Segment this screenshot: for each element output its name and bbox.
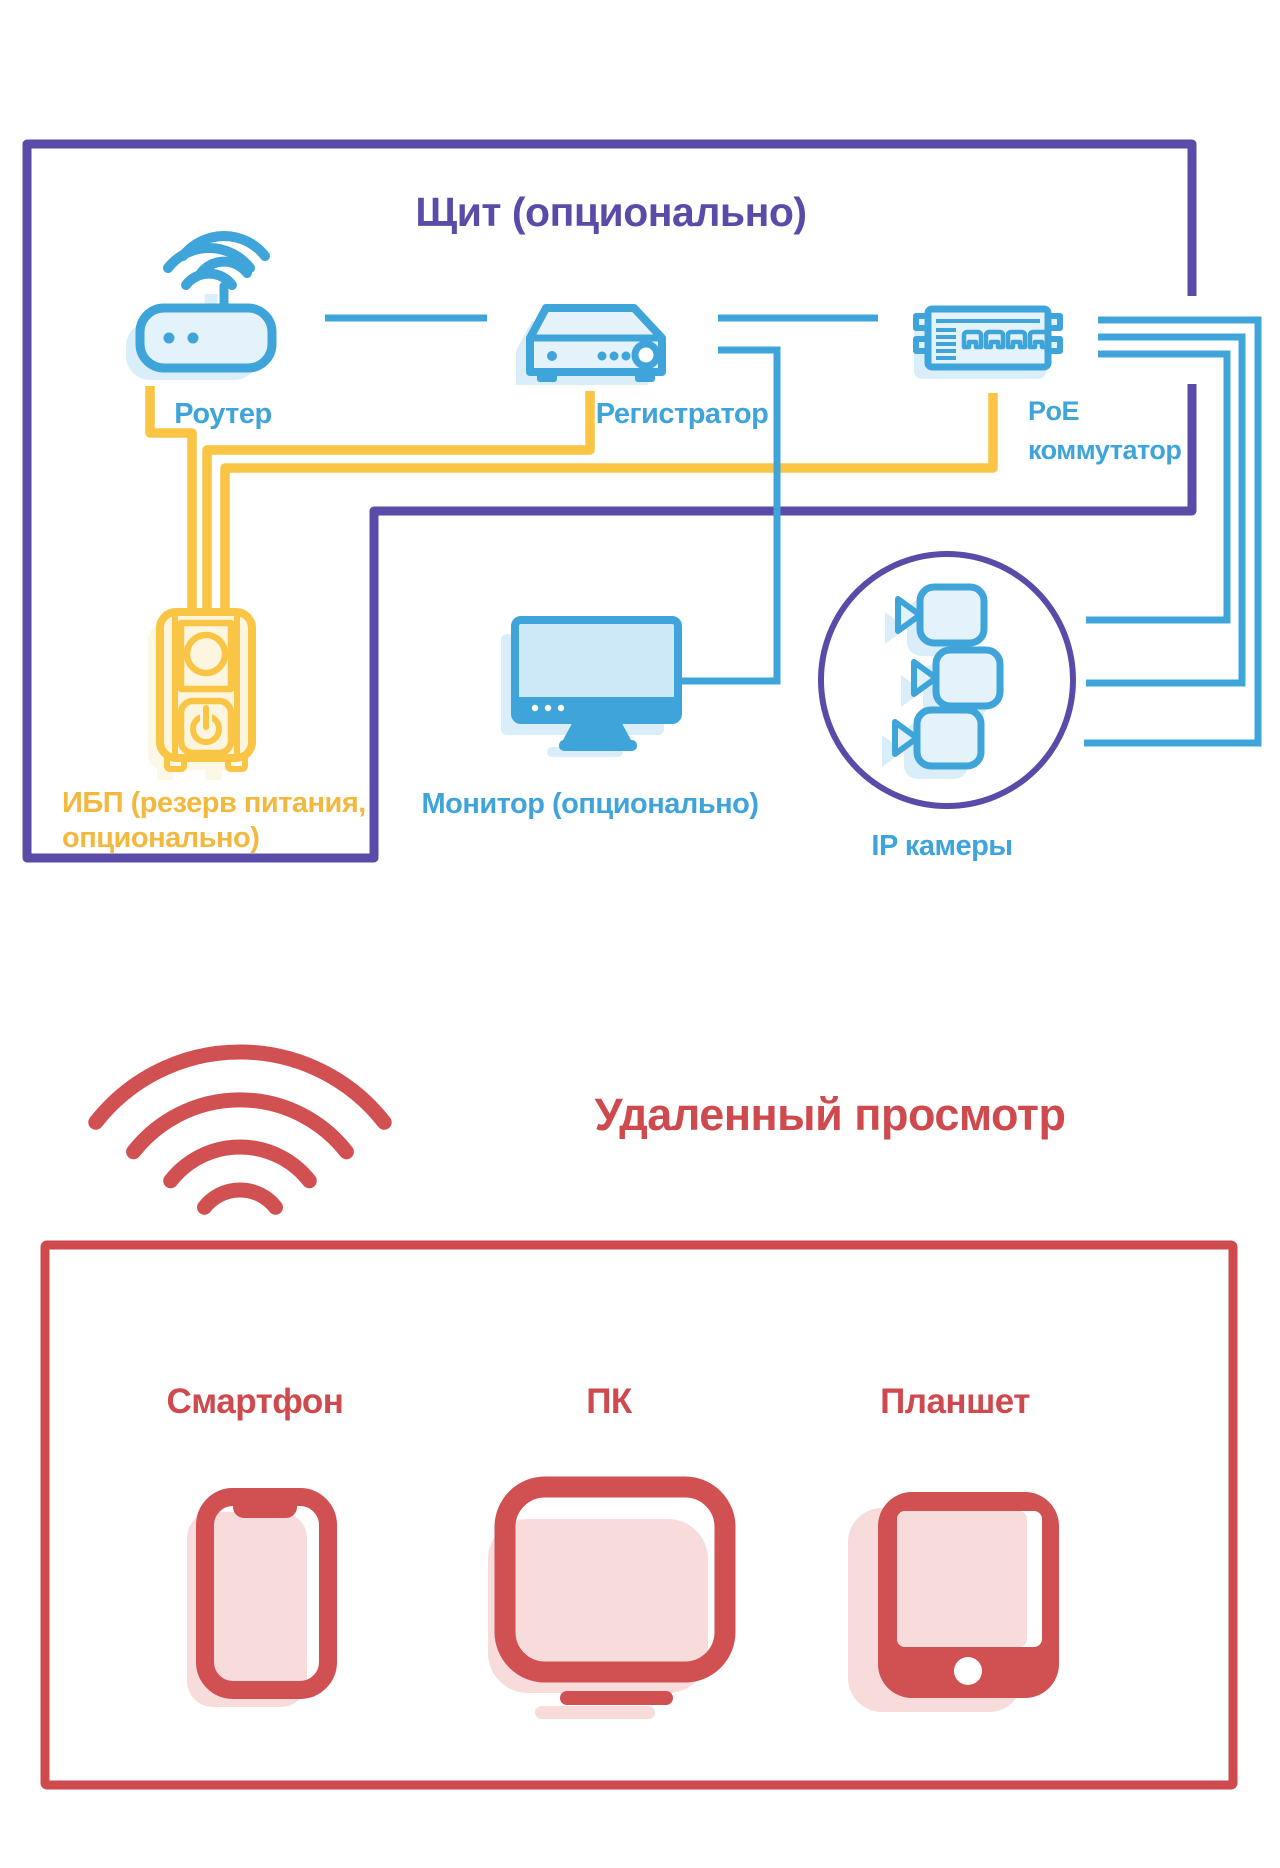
poe-power-cable xyxy=(220,393,998,614)
poe-switch-icon xyxy=(913,305,1063,379)
pc-icon xyxy=(488,1476,736,1719)
camera-cable-1 xyxy=(1084,316,1262,747)
wifi-icon xyxy=(88,1044,392,1215)
remote-section: Удаленный просмотр Смартфон ПК Планшет xyxy=(40,1044,1238,1790)
remote-title: Удаленный просмотр xyxy=(595,1089,1066,1140)
tablet-label: Планшет xyxy=(880,1382,1030,1421)
camera-cable-3 xyxy=(1086,350,1231,624)
cabinet-section: Щит (опционально) xyxy=(22,139,1262,863)
ups-icon xyxy=(148,608,256,780)
cabinet-outline xyxy=(22,139,1197,863)
recorder-monitor-cable xyxy=(680,346,781,685)
switch-ports xyxy=(961,329,1050,350)
switch-vent-grill xyxy=(936,328,956,360)
cameras-label: IP камеры xyxy=(871,830,1012,862)
camera-icon xyxy=(892,706,985,770)
camera-cable-2 xyxy=(1086,333,1246,687)
tablet-icon xyxy=(848,1492,1059,1712)
camera-icon xyxy=(911,646,1004,710)
tablet-home-button xyxy=(954,1657,982,1685)
router-label: Роутер xyxy=(174,398,271,430)
ip-cameras-icon xyxy=(818,551,1076,809)
router-power-cable xyxy=(145,386,197,614)
cabinet-title: Щит (опционально) xyxy=(415,189,806,235)
recorder-power-cable xyxy=(202,391,595,614)
router-icon xyxy=(126,230,277,380)
poe-label-line1: PoE xyxy=(1028,396,1079,426)
smartphone-label: Смартфон xyxy=(167,1382,344,1421)
pc-label: ПК xyxy=(586,1382,633,1421)
power-cables xyxy=(145,386,998,614)
smartphone-icon xyxy=(187,1488,337,1707)
monitor-label: Монитор (опционально) xyxy=(421,788,758,820)
camera-icon xyxy=(895,583,988,647)
remote-box xyxy=(40,1240,1238,1790)
ups-label-line2: опционально) xyxy=(62,822,259,854)
recorder-label: Регистратор xyxy=(596,398,769,430)
poe-label-line2: коммутатор xyxy=(1028,435,1181,465)
recorder-icon xyxy=(516,304,666,385)
ups-label-line1: ИБП (резерв питания, xyxy=(62,787,366,819)
monitor-icon xyxy=(501,616,682,757)
network-cables xyxy=(325,314,1262,747)
